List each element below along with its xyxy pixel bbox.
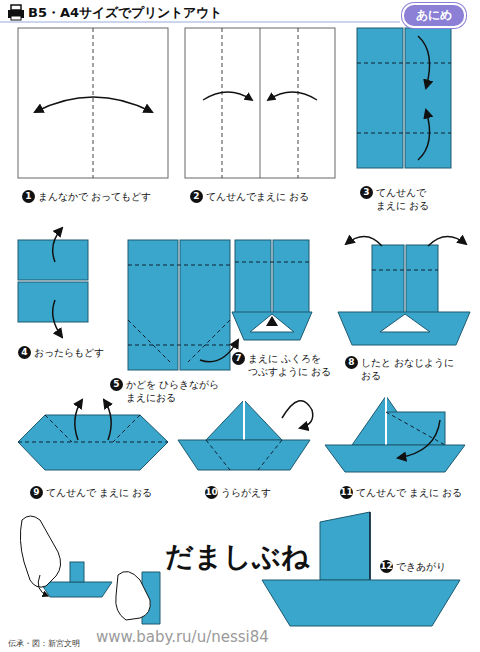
step-caption: てんせんで まえに おる (356, 486, 476, 499)
step-caption: てんせんで まえに おる (46, 486, 176, 499)
step-callout: 10うらがえす (205, 486, 321, 499)
step-caption: かどを ひらきながら まえにおる (126, 378, 231, 404)
step-callout: 9てんせんで まえに おる (30, 486, 176, 499)
step-caption: まんなかで おってもどす (38, 190, 178, 203)
step-caption: てんせんで まえに おる (376, 186, 438, 212)
step-callout: 1まんなかで おってもどす (22, 190, 178, 203)
step-number: 7 (232, 352, 245, 365)
step-callout: 4おったらもどす (18, 346, 134, 359)
step-number: 4 (18, 346, 31, 359)
step-callout: 2てんせんでまえに おる (190, 190, 346, 203)
step-caption: したと おなじように おる (361, 356, 461, 382)
badge-text: あにめ (416, 7, 452, 24)
step-number: 12 (380, 560, 393, 573)
step-caption: てんせんでまえに おる (206, 190, 346, 203)
step-caption: おったらもどす (34, 346, 134, 359)
step-callout: 8したと おなじように おる (345, 356, 461, 382)
watermark: www.baby.ru/u/nessi84 (96, 628, 269, 646)
credit-note: 伝承・図：新宮文明 (8, 638, 80, 649)
step-number: 8 (345, 356, 358, 369)
step-number: 1 (22, 190, 35, 203)
step-callout: 7まえに ふくろを つぶすように おる (232, 352, 338, 378)
step-number: 11 (340, 486, 353, 499)
step-caption: まえに ふくろを つぶすように おる (248, 352, 338, 378)
step-caption: できあがり (396, 560, 476, 573)
category-badge: あにめ (402, 3, 466, 28)
step-callout: 5かどを ひらきながら まえにおる (110, 378, 231, 404)
diagram-title: だましぶね (165, 538, 310, 576)
step-number: 5 (110, 378, 123, 391)
printer-icon (8, 5, 24, 20)
step-number: 2 (190, 190, 203, 203)
step-number: 10 (205, 486, 218, 499)
step-callout: 12できあがり (380, 560, 476, 573)
step-number: 9 (30, 486, 43, 499)
step-number: 3 (360, 186, 373, 199)
step-callout: 11てんせんで まえに おる (340, 486, 476, 499)
print-note: B5・A4サイズでプリントアウト (28, 4, 222, 22)
step-callout: 3てんせんで まえに おる (360, 186, 438, 212)
step-caption: うらがえす (221, 486, 321, 499)
